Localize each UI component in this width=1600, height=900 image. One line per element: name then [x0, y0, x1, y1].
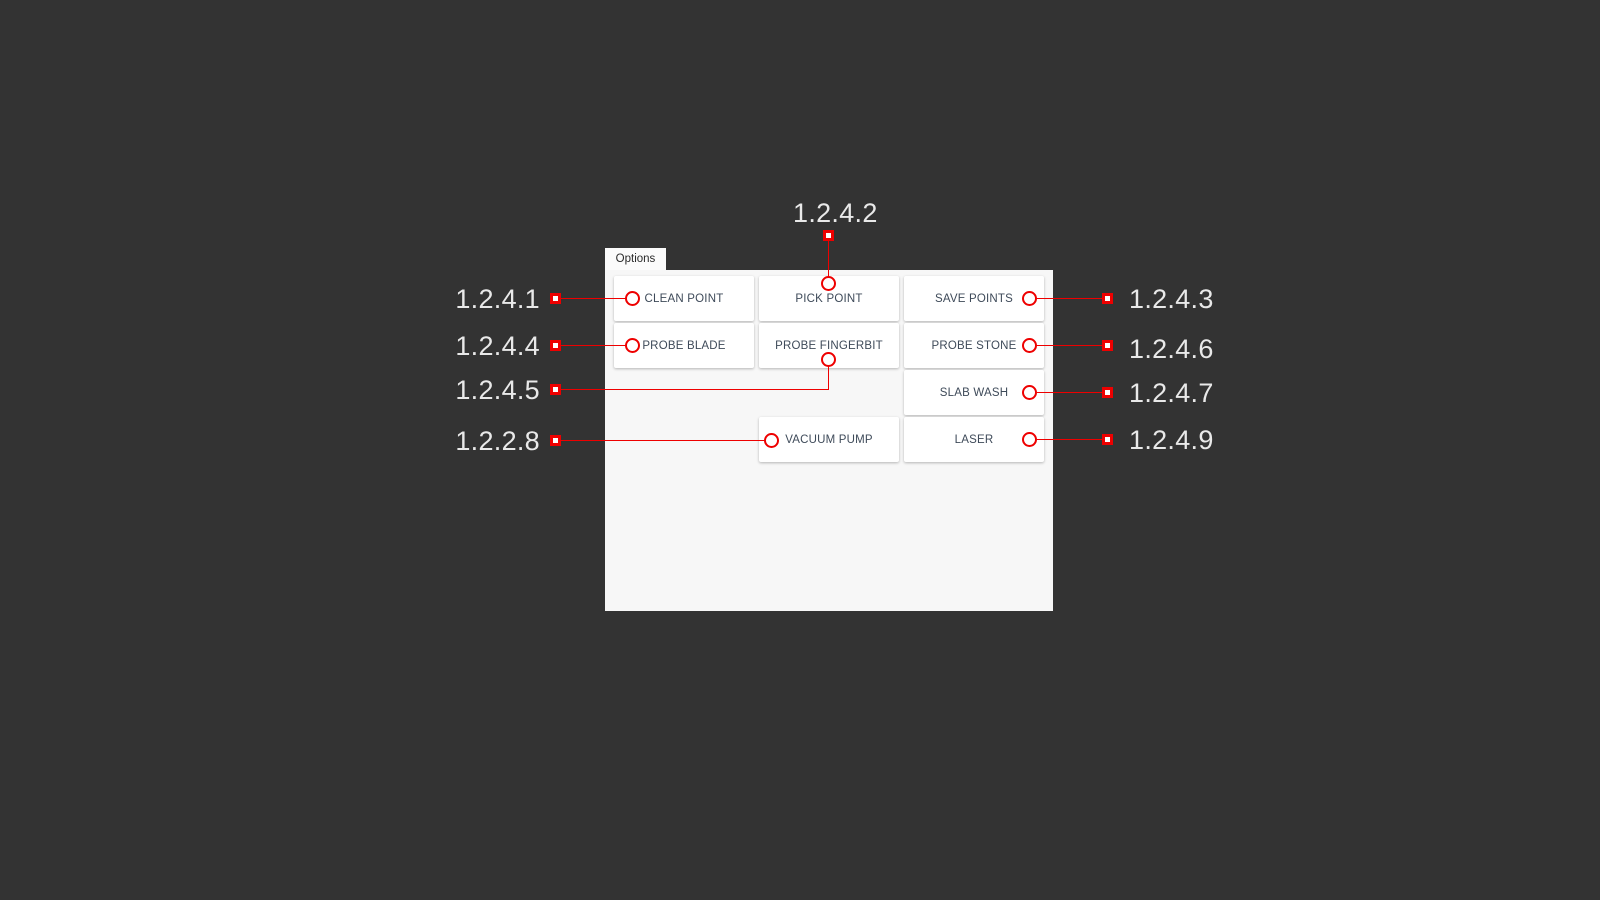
annotation-label-1-2-2-8: 1.2.2.8 — [455, 426, 540, 456]
annotation-square-1-2-4-7 — [1102, 387, 1113, 398]
panel-body: CLEAN POINT PICK POINT SAVE POINTS PROBE… — [605, 270, 1053, 611]
button-label: CLEAN POINT — [644, 292, 724, 305]
annotation-label-1-2-4-5: 1.2.4.5 — [455, 375, 540, 405]
button-probe-blade[interactable]: PROBE BLADE — [614, 323, 754, 368]
annotation-square-1-2-4-2 — [823, 230, 834, 241]
button-label: SLAB WASH — [939, 386, 1009, 399]
button-probe-fingerbit[interactable]: PROBE FINGERBIT — [759, 323, 899, 368]
annotation-label-1-2-4-6: 1.2.4.6 — [1129, 334, 1214, 364]
button-label: PROBE STONE — [931, 339, 1017, 352]
annotation-label-1-2-4-7: 1.2.4.7 — [1129, 378, 1214, 408]
button-label: VACUUM PUMP — [785, 433, 873, 446]
options-panel: Options CLEAN POINT PICK POINT SAVE POIN… — [605, 248, 1053, 611]
annotation-label-1-2-4-3: 1.2.4.3 — [1129, 284, 1214, 314]
annotation-square-1-2-2-8 — [550, 435, 561, 446]
annotation-square-1-2-4-5 — [550, 384, 561, 395]
button-slab-wash[interactable]: SLAB WASH — [904, 370, 1044, 415]
tab-options[interactable]: Options — [605, 248, 666, 270]
panel-tab-bar: Options — [605, 248, 1053, 270]
button-pick-point[interactable]: PICK POINT — [759, 276, 899, 321]
button-label: PICK POINT — [795, 292, 863, 305]
button-label: SAVE POINTS — [934, 292, 1014, 305]
annotation-square-1-2-4-9 — [1102, 434, 1113, 445]
button-clean-point[interactable]: CLEAN POINT — [614, 276, 754, 321]
annotation-square-1-2-4-3 — [1102, 293, 1113, 304]
button-laser[interactable]: LASER — [904, 417, 1044, 462]
button-label: PROBE FINGERBIT — [775, 339, 883, 352]
annotation-label-1-2-4-9: 1.2.4.9 — [1129, 425, 1214, 455]
button-label: LASER — [954, 433, 994, 446]
annotation-square-1-2-4-4 — [550, 340, 561, 351]
button-vacuum-pump[interactable]: VACUUM PUMP — [759, 417, 899, 462]
annotation-label-1-2-4-2: 1.2.4.2 — [793, 198, 878, 228]
button-probe-stone[interactable]: PROBE STONE — [904, 323, 1044, 368]
annotation-label-1-2-4-4: 1.2.4.4 — [455, 331, 540, 361]
button-label: PROBE BLADE — [642, 339, 726, 352]
annotation-square-1-2-4-6 — [1102, 340, 1113, 351]
annotation-label-1-2-4-1: 1.2.4.1 — [455, 284, 540, 314]
button-save-points[interactable]: SAVE POINTS — [904, 276, 1044, 321]
annotation-square-1-2-4-1 — [550, 293, 561, 304]
